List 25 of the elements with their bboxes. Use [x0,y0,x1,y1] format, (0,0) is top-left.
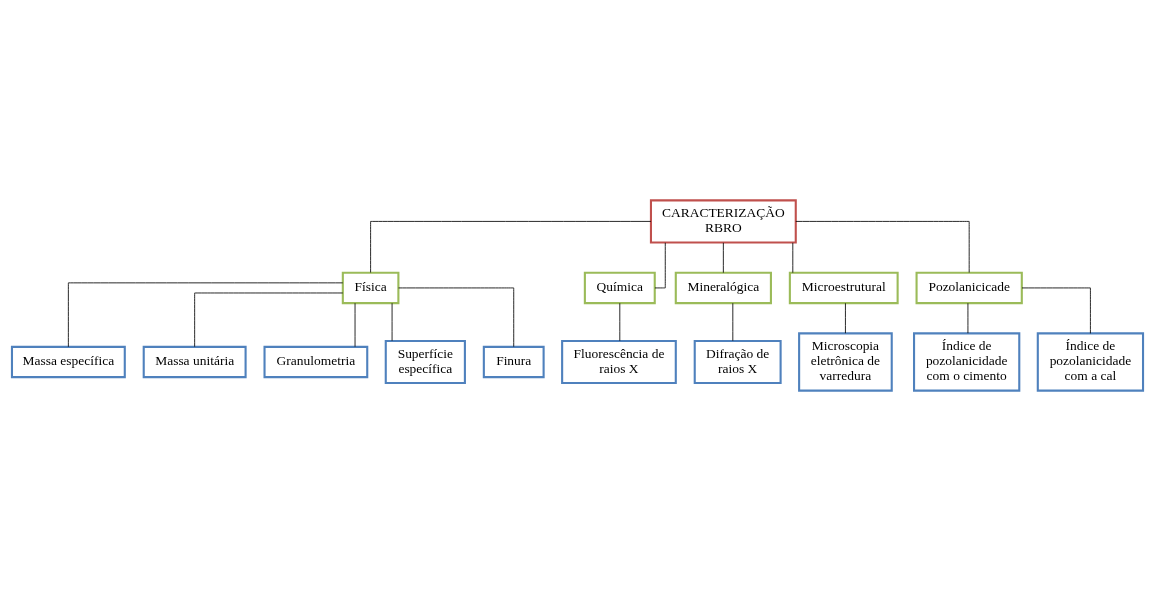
node-box: CARACTERIZAÇÃO RBRO [649,198,797,243]
node-box: Superfície específica [384,339,466,384]
node-box: Índice de pozolanicidade com o cimento [913,331,1021,392]
connector [795,220,970,273]
connector [1021,287,1091,334]
node-box: Massa unitária [142,345,247,378]
connector [722,241,724,273]
connector [654,241,666,288]
node-box: Finura [482,345,545,378]
node-box: Química [583,271,656,304]
connector [370,220,652,273]
node-box: Microestrutural [788,271,899,304]
node-box: Mineralógica [674,271,772,304]
node-box: Física [341,271,400,304]
node-box: Microscopia eletrônica de varredura [798,331,893,392]
connector [194,292,344,347]
node-box: Pozolanicicade [915,271,1023,304]
connector [845,302,846,334]
node-box: Fluorescência de raios X [561,339,677,384]
node-box: Difração de raios X [693,339,782,384]
node-box: Granulometria [263,345,369,378]
connector [67,281,344,347]
connector [398,287,515,347]
node-box: Índice de pozolanicidade com a cal [1036,331,1145,392]
node-box: Massa específica [10,345,126,378]
